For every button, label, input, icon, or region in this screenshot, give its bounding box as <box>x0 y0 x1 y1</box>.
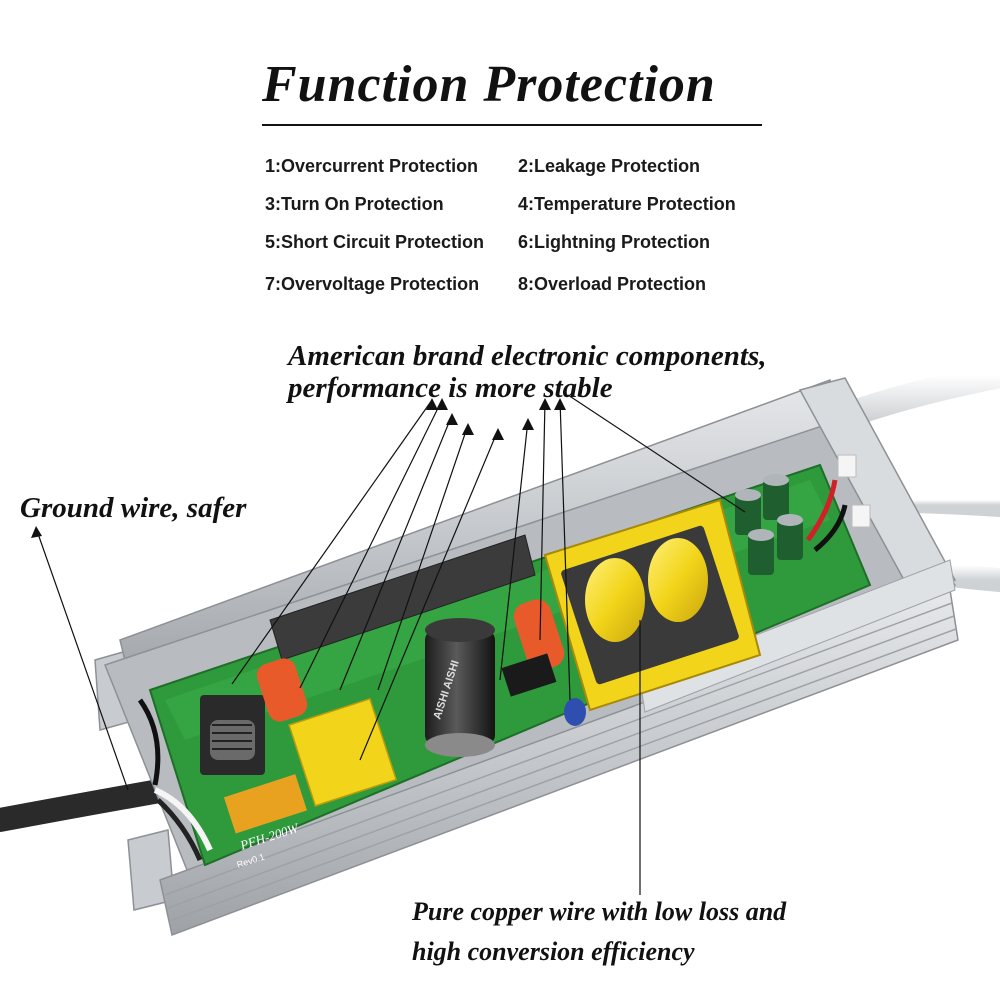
page-title: Function Protection <box>262 56 716 113</box>
transformer <box>543 498 762 712</box>
output-capacitor-2 <box>763 474 789 520</box>
black-input-cable <box>0 778 177 832</box>
output-connector-1 <box>837 454 857 478</box>
protection-item-4: 4:Temperature Protection <box>518 194 736 214</box>
output-wire-red <box>805 479 838 542</box>
control-ic <box>501 653 557 697</box>
heatsink-strip <box>269 534 536 661</box>
callout-arrowheads <box>31 398 566 538</box>
output-capacitor-1 <box>735 489 761 535</box>
callout-copper-line2: high conversion efficiency <box>412 937 695 966</box>
protection-item-5: 5:Short Circuit Protection <box>265 232 485 252</box>
callout-components-line2: performance is more stable <box>288 372 613 404</box>
callout-pointer-lines <box>35 394 746 895</box>
ground-wire <box>137 698 161 786</box>
callout-copper-line1: Pure copper wire with low loss and <box>412 897 787 926</box>
callout-ground-wire: Ground wire, safer <box>20 492 247 524</box>
yellow-fuse-block <box>223 774 308 834</box>
title-underline <box>262 124 762 126</box>
small-blue-capacitor <box>564 698 586 726</box>
red-film-capacitor-2 <box>513 599 565 671</box>
protection-item-2: 2:Leakage Protection <box>518 156 701 176</box>
protection-item-1: 1:Overcurrent Protection <box>265 156 479 176</box>
housing-rail <box>639 559 956 713</box>
protection-item-3: 3:Turn On Protection <box>265 194 444 214</box>
protection-item-6: 6:Lightning Protection <box>518 232 710 252</box>
callout-components-line1: American brand electronic components, <box>288 340 767 372</box>
yellow-x-capacitor <box>288 697 398 807</box>
protection-item-8: 8:Overload Protection <box>518 274 707 294</box>
output-wire-black <box>813 504 848 552</box>
housing-end-cap <box>798 377 957 601</box>
red-film-capacitor-1 <box>256 658 308 722</box>
main-electrolytic-capacitor <box>425 618 495 757</box>
output-capacitor-3 <box>748 529 774 575</box>
neutral-wire <box>156 798 203 861</box>
protection-item-7: 7:Overvoltage Protection <box>265 274 480 294</box>
output-capacitor-4 <box>777 514 803 560</box>
output-connector-2 <box>851 504 871 528</box>
live-wire <box>153 787 213 852</box>
